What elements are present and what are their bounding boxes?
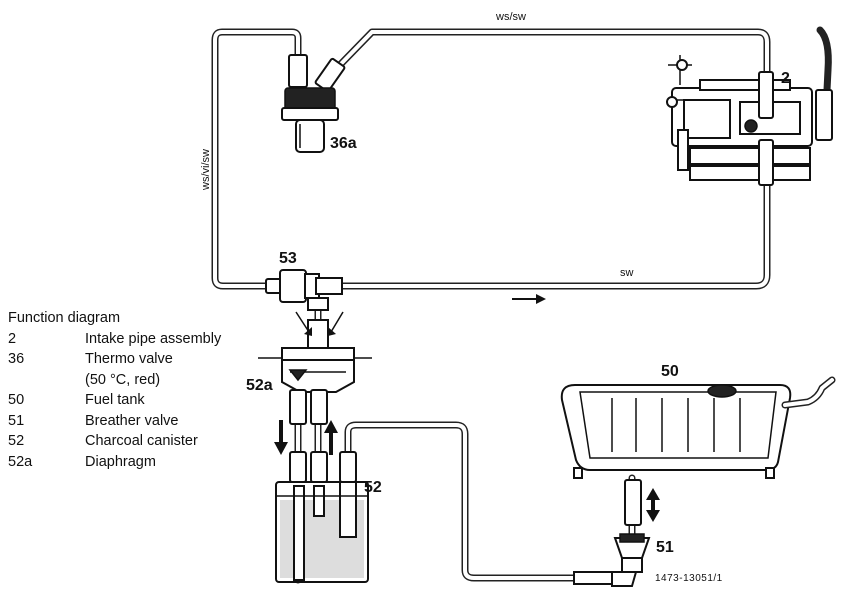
charcoal-canister-52 [275,451,369,583]
legend-label: Charcoal canister [85,433,198,449]
intake-pipe-assembly-2 [666,26,833,186]
flow-arrow-updown [646,488,660,522]
legend-row: 51 Breather valve [8,411,221,432]
callout-52: 52 [364,479,382,496]
legend-label: Diaphragm [85,453,156,470]
legend-num: 50 [8,392,25,408]
legend-num: 2 [8,330,17,347]
legend: Function diagram 2 Intake pipe assembly 3… [8,308,221,472]
flow-arrow-up [324,420,338,455]
hose-label-left: ws/vi/sw [200,149,212,191]
callout-52a: 52a [246,377,273,394]
callout-50: 50 [661,363,679,380]
legend-title: Function diagram [8,310,121,326]
figure-code: 1473-13051/1 [655,573,723,584]
flow-arrow-diag-right-head [328,327,336,336]
legend-label: (50 °C, red) [85,371,161,388]
legend-label: Thermo valve [85,351,173,367]
callout-2: 2 [781,70,790,87]
flow-arrow-down [274,420,288,455]
flow-arrows [274,294,660,522]
valve-53 [265,269,343,311]
flow-arrow-right [512,294,546,304]
hose-label-right: sw [620,267,634,279]
legend-row: 2 Intake pipe assembly [8,329,221,350]
legend-row: (50 °C, red) [8,370,221,391]
legend-num [8,370,85,391]
legend-row: 52 Charcoal canister [8,431,221,452]
flow-arrow-diag-left [295,311,310,333]
fuel-tank-50 [560,376,836,479]
callout-53: 53 [279,250,297,267]
legend-label: Breather valve [85,412,179,429]
legend-num: 51 [8,412,25,429]
flow-arrow-diag-right [330,311,344,333]
legend-row: 50 Fuel tank [8,390,221,411]
flow-arrow-diag-left-head [304,327,312,336]
hose-label-top: ws/sw [495,11,526,23]
legend-num: 52a [8,453,33,470]
callout-51: 51 [656,539,674,556]
legend-label: Fuel tank [85,392,145,408]
legend-num: 52 [8,433,25,449]
breather-valve-51 [573,479,651,587]
legend-row: 36 Thermo valve [8,349,221,370]
callout-36a: 36a [330,135,357,152]
legend-row: 52a Diaphragm [8,452,221,473]
diaphragm-52a [258,319,372,425]
legend-label: Intake pipe assembly [85,330,222,347]
legend-num: 36 [8,351,25,367]
thermo-valve-36a [281,54,346,153]
